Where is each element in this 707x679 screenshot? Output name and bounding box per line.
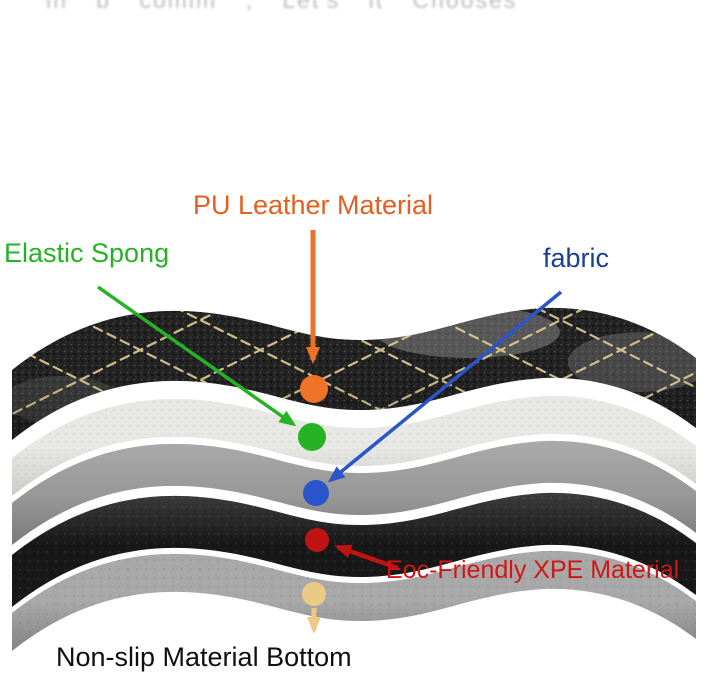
elastic-sponge-arrow	[96, 285, 297, 427]
xpe-label: Eoc-Friendly XPE Material	[386, 556, 679, 584]
elastic-sponge-label: Elastic Spong	[4, 238, 169, 268]
fabric-dot	[303, 480, 329, 506]
non-slip-label: Non-slip Material Bottom	[56, 642, 352, 672]
callout-labels: PU Leather Material Elastic Spong fabric…	[4, 190, 679, 672]
fabric-label: fabric	[543, 243, 609, 273]
xpe-arrow	[334, 544, 399, 571]
callout-dots	[298, 375, 329, 606]
xpe-dot	[305, 528, 329, 552]
fabric-arrow	[327, 290, 563, 483]
elastic-sponge-dot	[298, 423, 326, 451]
callout-arrows	[96, 230, 563, 634]
non-slip-dot	[302, 582, 326, 606]
pu-leather-label: PU Leather Material	[193, 190, 433, 220]
watermark-text: in b commi , Let's it Chooses	[46, 0, 518, 13]
pu-leather-dot	[300, 375, 328, 403]
